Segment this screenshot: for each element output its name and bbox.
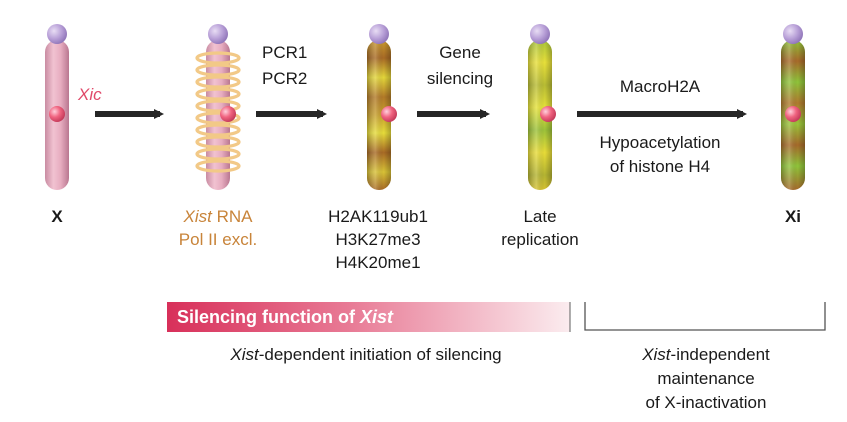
- hypoacetylation-label: Hypoacetylation: [600, 133, 721, 152]
- chromosome-marked: [367, 24, 397, 190]
- pcr2-label: PCR2: [262, 69, 307, 88]
- xic-label: Xic: [77, 85, 102, 104]
- initiation-bracket: [167, 302, 571, 332]
- maintenance-caption-line3: of X-inactivation: [646, 393, 767, 412]
- x-label: X: [51, 207, 63, 226]
- histone-h4-label: of histone H4: [610, 157, 710, 176]
- chromosome-xi: [781, 24, 805, 190]
- chromosome-late-replication: [528, 24, 556, 190]
- maintenance-caption-line2: maintenance: [657, 369, 754, 388]
- initiation-bar-text: Silencing function of Xist: [177, 307, 394, 327]
- mark-h4k20me1: H4K20me1: [335, 253, 420, 272]
- maintenance-caption-line1: Xist-independent: [641, 345, 770, 364]
- xi-label: Xi: [785, 207, 801, 226]
- pol2-excl-label: Pol II excl.: [179, 230, 257, 249]
- late-label: Late: [523, 207, 556, 226]
- xist-rna-coils: [195, 51, 241, 173]
- initiation-bar: [167, 302, 570, 332]
- initiation-caption: Xist-dependent initiation of silencing: [229, 345, 501, 364]
- chromosome-xist-coated: [195, 24, 241, 190]
- silencing-label: silencing: [427, 69, 493, 88]
- xist-rna-label: Xist RNA: [183, 207, 254, 226]
- pcr1-label: PCR1: [262, 43, 307, 62]
- macroh2a-label: MacroH2A: [620, 77, 701, 96]
- maintenance-bracket: [584, 302, 826, 331]
- gene-label: Gene: [439, 43, 481, 62]
- replication-label: replication: [501, 230, 579, 249]
- mark-h2ak119ub1: H2AK119ub1: [328, 207, 428, 226]
- mark-h3k27me3: H3K27me3: [335, 230, 420, 249]
- chromosome-x: [45, 24, 69, 190]
